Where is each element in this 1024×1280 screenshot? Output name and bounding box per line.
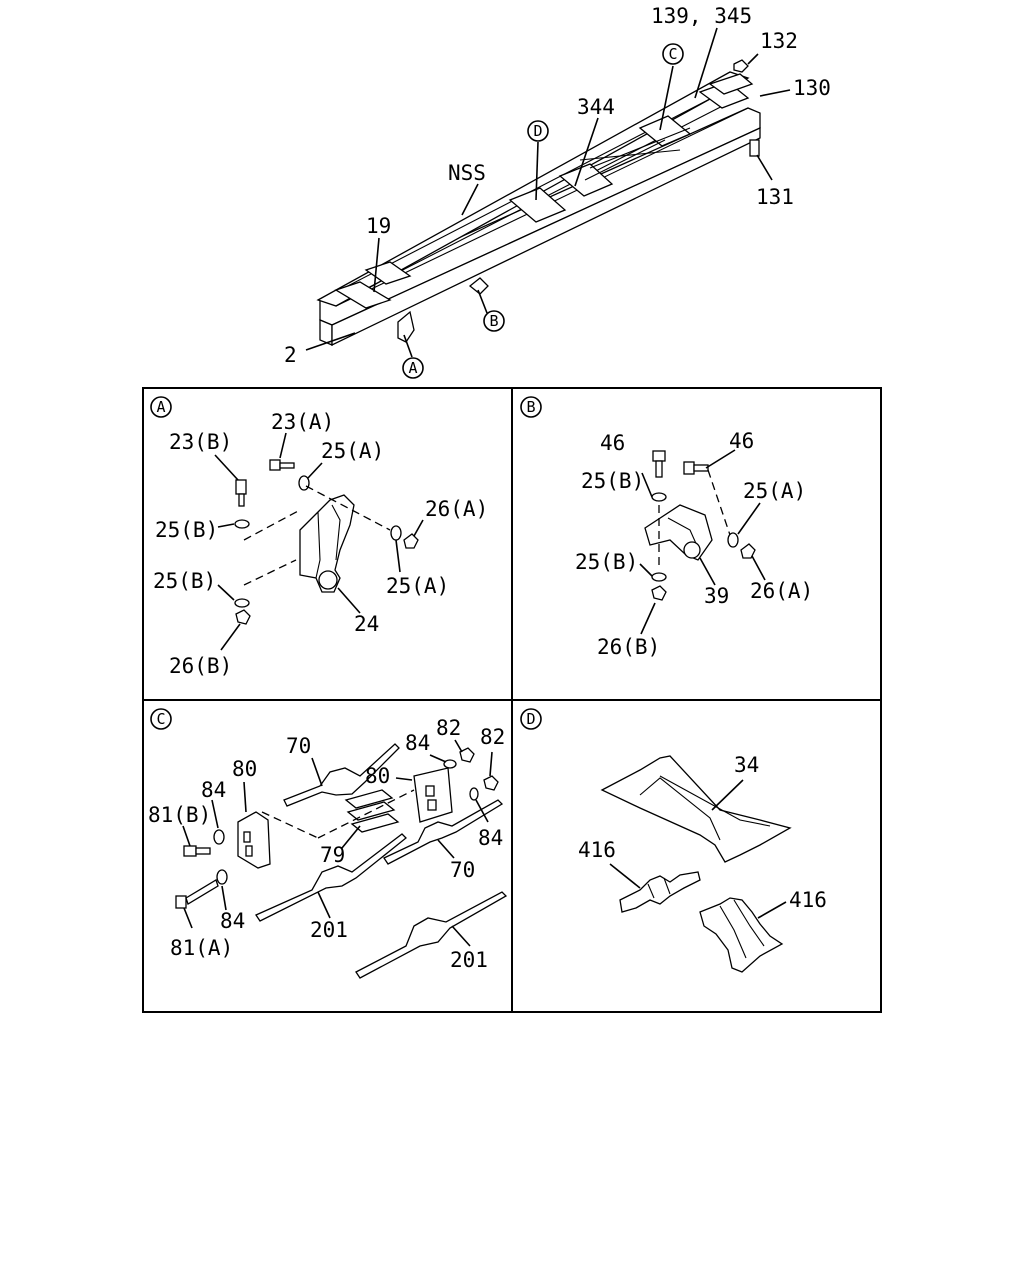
panel-b-id: B <box>520 396 542 418</box>
frame-assembly <box>316 59 761 347</box>
label-c-81b: 81(B) <box>148 803 211 827</box>
label-a-24: 24 <box>354 612 379 636</box>
label-b-25b-bot: 25(B) <box>575 550 638 574</box>
label-a-23b: 23(B) <box>169 430 232 454</box>
label-c-84-left: 84 <box>201 778 226 802</box>
label-d-416-right: 416 <box>789 888 827 912</box>
label-344: 344 <box>577 95 615 119</box>
label-a-25b-bot: 25(B) <box>153 569 216 593</box>
label-c-70-top: 70 <box>286 734 311 758</box>
label-b-26b: 26(B) <box>597 635 660 659</box>
callout-c: C <box>662 43 684 65</box>
label-c-82-right: 82 <box>480 725 505 749</box>
label-a-25a-bot: 25(A) <box>386 574 449 598</box>
label-c-201-left: 201 <box>310 918 348 942</box>
label-a-26b: 26(B) <box>169 654 232 678</box>
panel-c: C <box>150 708 508 979</box>
svg-text:B: B <box>489 312 498 330</box>
label-a-25a-top: 25(A) <box>321 439 384 463</box>
label-c-79: 79 <box>320 843 345 867</box>
label-c-201-right: 201 <box>450 948 488 972</box>
label-c-80-left: 80 <box>232 757 257 781</box>
label-c-84-top: 84 <box>405 731 430 755</box>
label-c-80-right: 80 <box>365 764 390 788</box>
label-c-70-bot: 70 <box>450 858 475 882</box>
svg-text:D: D <box>533 122 542 140</box>
label-d-34: 34 <box>734 753 759 777</box>
svg-text:D: D <box>526 710 535 728</box>
label-c-81a: 81(A) <box>170 936 233 960</box>
label-c-84-bot: 84 <box>220 909 245 933</box>
svg-text:C: C <box>668 45 677 63</box>
label-b-46-left: 46 <box>600 431 625 455</box>
label-c-82-left: 82 <box>436 716 461 740</box>
label-b-39: 39 <box>704 584 729 608</box>
panel-d-id: D <box>520 708 542 730</box>
label-a-23a: 23(A) <box>271 410 334 434</box>
label-2: 2 <box>284 343 297 367</box>
panel-a: A <box>150 396 424 651</box>
detail-panel-grid <box>142 387 882 1013</box>
label-b-46-right: 46 <box>729 429 754 453</box>
label-132: 132 <box>760 29 798 53</box>
callout-a: A <box>402 357 424 379</box>
overview-leaders <box>305 27 791 358</box>
callout-b: B <box>483 310 505 332</box>
label-19: 19 <box>366 214 391 238</box>
label-c-84-right: 84 <box>478 826 503 850</box>
label-d-416-left: 416 <box>578 838 616 862</box>
svg-text:A: A <box>408 359 417 377</box>
label-a-25b-top: 25(B) <box>155 518 218 542</box>
svg-text:A: A <box>156 398 165 416</box>
svg-text:C: C <box>156 710 165 728</box>
label-131: 131 <box>756 185 794 209</box>
label-b-25a: 25(A) <box>743 479 806 503</box>
panel-b: B <box>520 396 766 635</box>
label-a-26a: 26(A) <box>425 497 488 521</box>
label-b-26a: 26(A) <box>750 579 813 603</box>
label-nss: NSS <box>448 161 486 185</box>
panel-a-id: A <box>150 396 172 418</box>
panel-c-id: C <box>150 708 172 730</box>
svg-text:B: B <box>526 398 535 416</box>
label-139-345: 139, 345 <box>651 4 752 28</box>
label-b-25b-top: 25(B) <box>581 469 644 493</box>
callout-d: D <box>527 120 549 142</box>
panel-d: D <box>520 708 792 973</box>
label-130: 130 <box>793 76 831 100</box>
